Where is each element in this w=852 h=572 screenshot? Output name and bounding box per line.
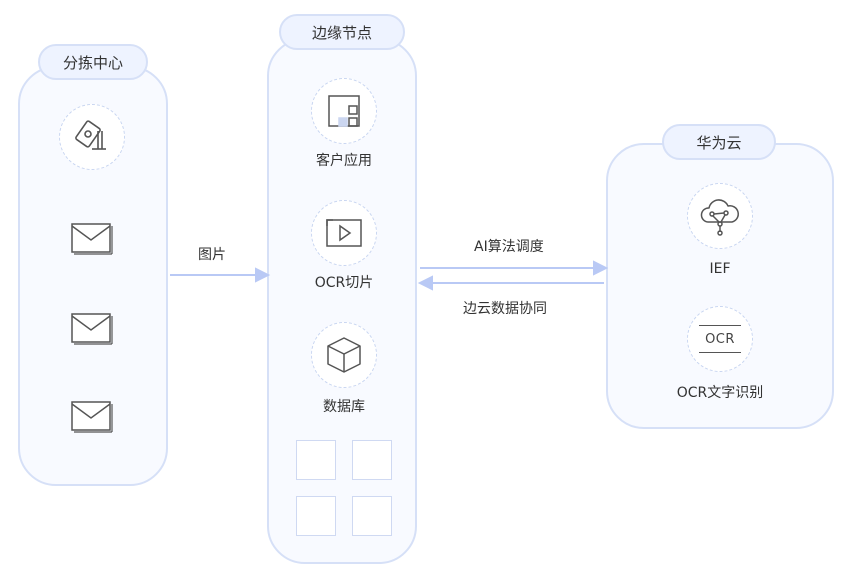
ocr-slice-icon — [326, 219, 362, 247]
ocr-slice-circle — [311, 200, 377, 266]
grid-cell — [296, 496, 336, 536]
huawei-cloud-title: 华为云 — [662, 124, 776, 160]
ocr-icon-text: OCR — [705, 331, 735, 347]
grid-cell — [352, 440, 392, 480]
client-app-icon — [328, 95, 360, 127]
grid-cell — [352, 496, 392, 536]
ief-label: IEF — [709, 261, 731, 277]
ocr-slice-label: OCR切片 — [314, 275, 374, 291]
image-flow-label: 图片 — [198, 247, 226, 263]
envelope-icon — [70, 222, 114, 256]
database-cube-icon — [327, 337, 361, 373]
grid-cell — [296, 440, 336, 480]
camera-circle — [59, 104, 125, 170]
database-circle — [311, 322, 377, 388]
client-app-circle — [311, 78, 377, 144]
edge-cloud-sync-label: 边云数据协同 — [463, 301, 547, 317]
ocr-text-label: OCR文字识别 — [676, 385, 764, 401]
ief-circle — [687, 183, 753, 249]
edge-node-title: 边缘节点 — [279, 14, 405, 50]
sync-arrowhead — [417, 275, 433, 291]
client-app-label: 客户应用 — [316, 153, 372, 169]
sorting-center-title: 分拣中心 — [38, 44, 148, 80]
envelope-icon — [70, 312, 114, 346]
envelope-icon — [70, 400, 114, 434]
ai-dispatch-label: AI算法调度 — [474, 239, 544, 255]
ai-dispatch-arrowhead — [593, 260, 609, 276]
cloud-network-icon — [700, 199, 739, 236]
ocr-text-icon: OCR — [699, 325, 741, 353]
image-flow-arrowhead — [255, 267, 271, 283]
database-label: 数据库 — [323, 399, 365, 415]
ocr-text-circle: OCR — [687, 306, 753, 372]
camera-icon — [75, 120, 106, 150]
